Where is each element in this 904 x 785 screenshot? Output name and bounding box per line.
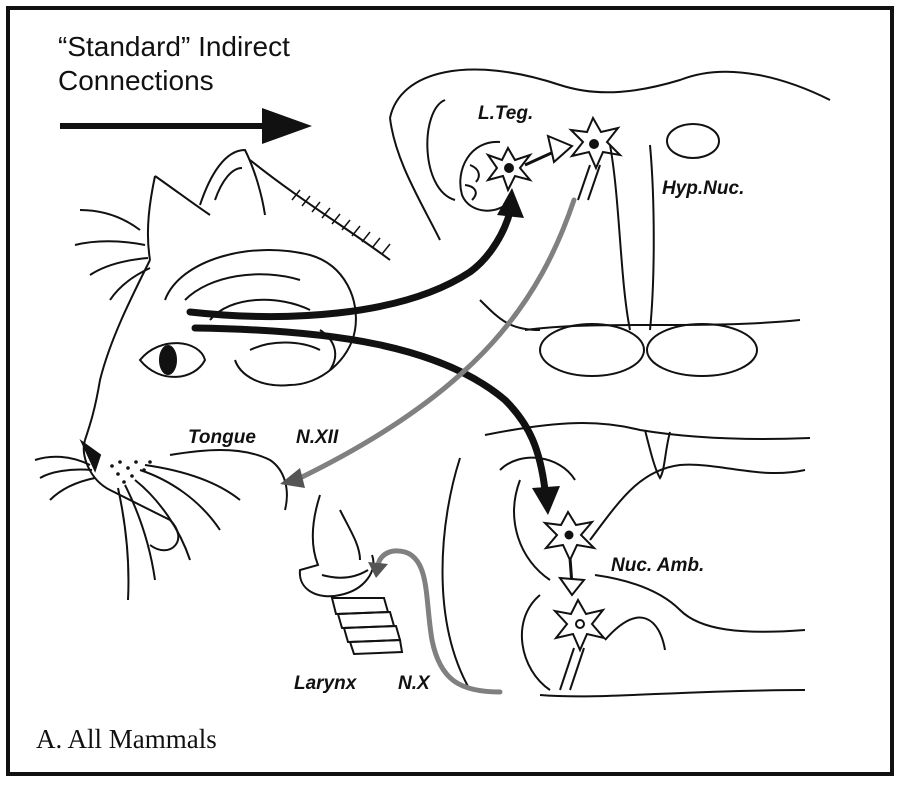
- header-line-2: Connections: [58, 65, 214, 96]
- label-l-teg: L.Teg.: [478, 103, 534, 124]
- label-n-xii: N.XII: [296, 427, 339, 448]
- label-larynx: Larynx: [294, 673, 357, 694]
- larynx-drawing: [298, 494, 404, 656]
- panel-caption: A. All Mammals: [36, 724, 217, 754]
- label-nuc-amb: Nuc. Amb.: [611, 555, 705, 576]
- brainstem-upper-outline: [389, 68, 831, 377]
- nuc-amb-internal-arrow: [557, 557, 586, 597]
- vagus-nerve-x: [368, 548, 503, 695]
- lateral-tegmentum-region: [459, 140, 511, 212]
- hypoglossal-neuron: [568, 115, 623, 201]
- cat-head-drawing: [34, 148, 391, 601]
- brainstem-lower-outline: [441, 422, 811, 698]
- nuc-amb-neuron-lower: [552, 597, 607, 691]
- diagram-header: “Standard” Indirect Connections: [58, 30, 290, 98]
- head-fur-strokes: [291, 189, 391, 255]
- nuc-amb-neuron-upper: [542, 509, 597, 563]
- label-tongue: Tongue: [188, 427, 256, 448]
- label-hyp-nuc: Hyp.Nuc.: [662, 178, 745, 199]
- teg-to-hyp-arrow: [524, 134, 574, 167]
- header-line-1: “Standard” Indirect: [58, 31, 290, 62]
- direction-arrow: [60, 108, 312, 144]
- muzzle-dots: [110, 460, 152, 484]
- figure-frame: [6, 6, 894, 776]
- hypoglossal-nerve-xii: [280, 197, 577, 488]
- label-n-x: N.X: [398, 673, 430, 694]
- teg-neuron: [485, 145, 533, 193]
- cortex-to-nuc-amb-projection: [191, 324, 560, 515]
- cortex-to-teg-projection: [186, 188, 524, 320]
